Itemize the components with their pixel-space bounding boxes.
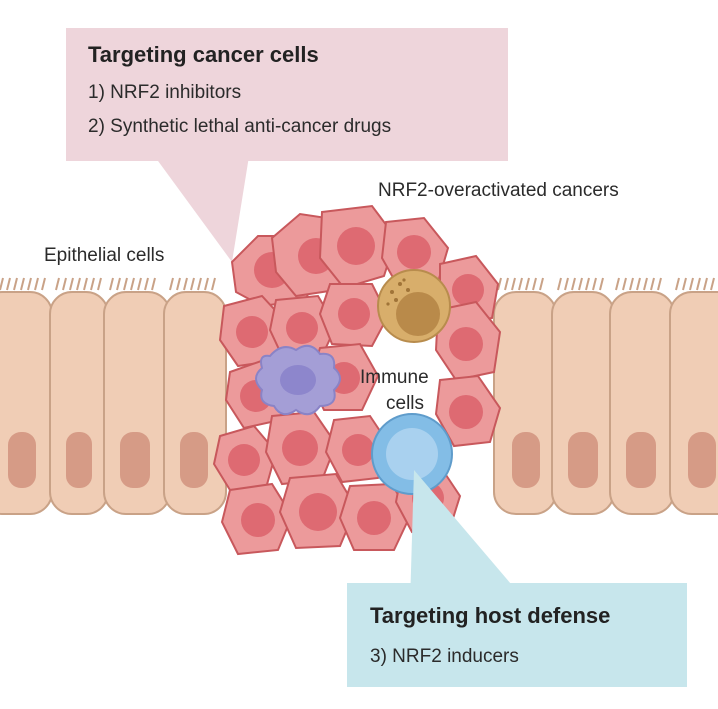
epithelial-cell — [493, 291, 557, 515]
epithelial-label: Epithelial cells — [44, 245, 165, 266]
cancer-cell — [218, 294, 288, 368]
cancer-cell-cluster — [212, 204, 502, 556]
cancer-cell — [220, 482, 294, 556]
cancer-cell — [268, 294, 338, 362]
host-box-line-1: 3) NRF2 inducers — [370, 646, 519, 667]
cancer-cell — [318, 283, 390, 348]
cancer-box-line-1: 1) NRF2 inhibitors — [88, 82, 242, 103]
cancers-label: NRF2-overactivated cancers — [378, 180, 619, 201]
cancer-cell — [434, 374, 502, 448]
epithelial-cell — [163, 291, 227, 515]
immune-cell-purple — [255, 344, 341, 416]
epithelial-cell — [0, 291, 53, 515]
cancer-cell — [380, 216, 450, 292]
cancer-cell — [278, 472, 358, 550]
host-callout-box — [347, 583, 687, 687]
cancer-cell — [318, 204, 398, 290]
immune-cell-blue — [371, 413, 453, 495]
cancer-box-title: Targeting cancer cells — [88, 42, 319, 67]
host-callout-pointer — [410, 470, 528, 604]
cancer-cell — [434, 300, 502, 382]
microvilli — [0, 277, 216, 291]
epithelial-cell — [551, 291, 615, 515]
cancer-callout-box — [66, 28, 508, 161]
cancer-cell — [212, 424, 278, 492]
epithelial-cell — [103, 291, 171, 515]
epithelial-cell — [609, 291, 675, 515]
microvilli — [497, 277, 715, 291]
epithelial-cell — [49, 291, 109, 515]
cancer-callout-pointer — [150, 150, 250, 262]
immune-label-line-2: cells — [386, 393, 425, 414]
epithelial-cells-left — [0, 277, 227, 515]
host-box-title: Targeting host defense — [370, 603, 611, 628]
immune-label-line-1: Immune — [360, 367, 429, 388]
cancer-cell — [264, 410, 338, 486]
epithelial-cell — [669, 291, 718, 515]
cancer-box-line-2: 2) Synthetic lethal anti-cancer drugs — [88, 116, 392, 137]
immune-cell-yellow — [377, 269, 451, 343]
epithelial-cells-right — [493, 277, 718, 515]
